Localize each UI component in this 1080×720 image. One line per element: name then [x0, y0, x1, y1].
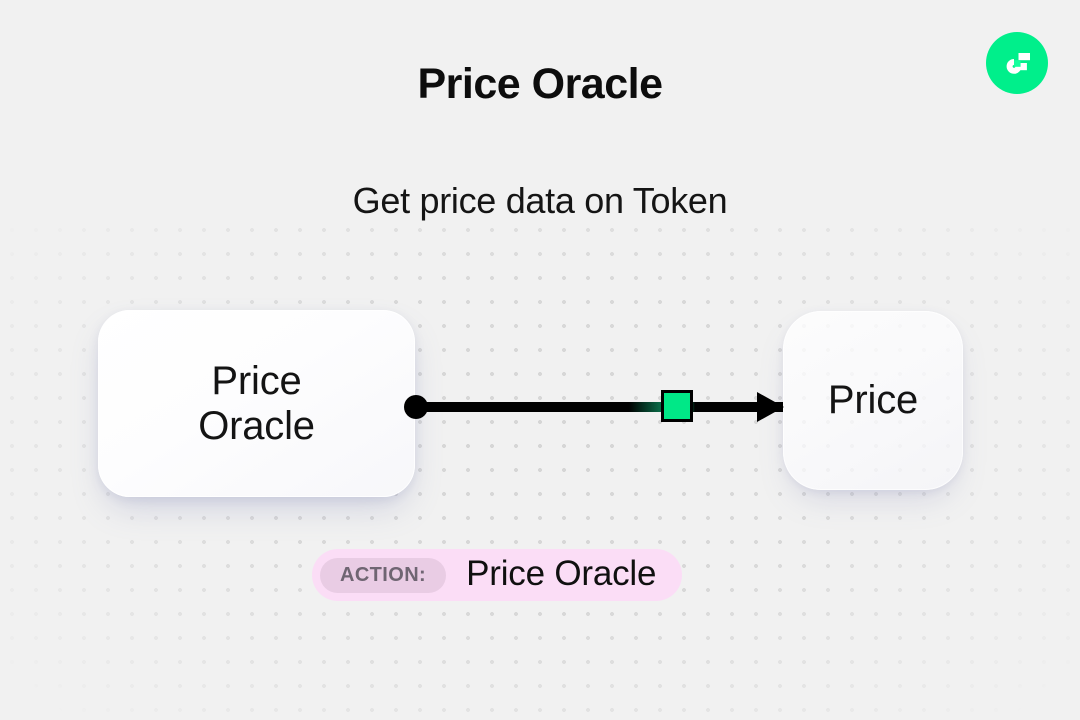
- node-price-oracle-label: Price Oracle: [198, 359, 315, 449]
- edge-line: [416, 402, 783, 412]
- action-badge-value: Price Oracle: [466, 554, 657, 593]
- action-badge[interactable]: ACTION: Price Oracle: [312, 549, 683, 601]
- node-price[interactable]: Price: [783, 311, 963, 490]
- action-badge-chip: ACTION:: [320, 557, 447, 593]
- page-subtitle: Get price data on Token: [352, 180, 728, 221]
- edge-arrowhead-icon: [757, 392, 784, 422]
- node-price-label: Price: [827, 378, 919, 423]
- flow-logo-icon: [986, 32, 1048, 94]
- page-title: Price Oracle: [417, 60, 663, 108]
- edge-token-square-icon[interactable]: [661, 390, 693, 422]
- node-price-oracle[interactable]: Price Oracle: [98, 310, 415, 497]
- node-label-line-2: Oracle: [198, 403, 315, 448]
- node-label-line-1: Price: [211, 358, 302, 403]
